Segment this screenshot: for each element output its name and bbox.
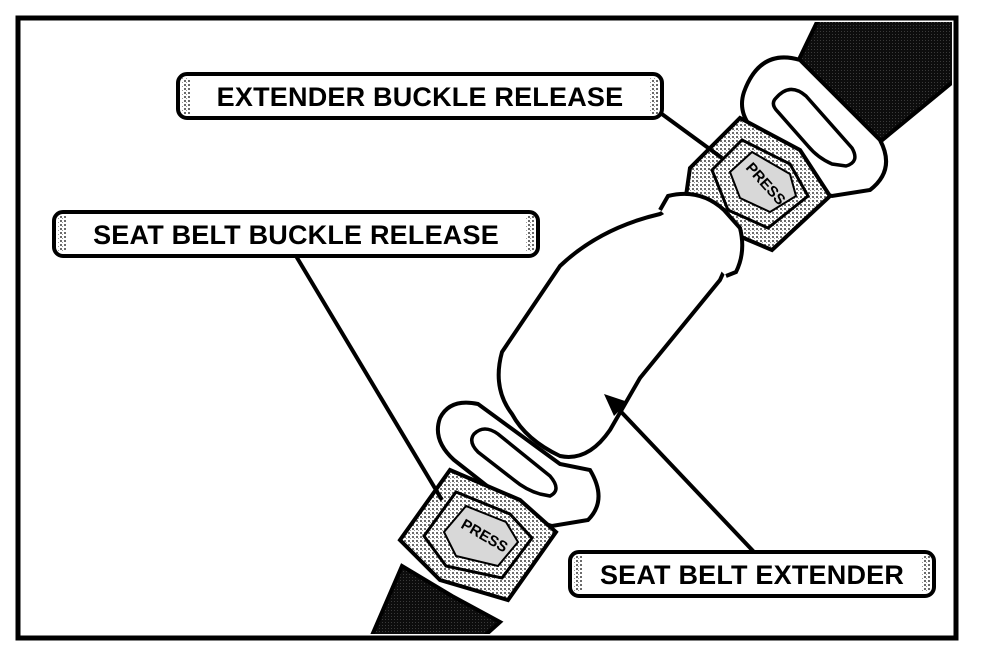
lower-latch-plate [435, 400, 601, 529]
extender-buckle-press-button[interactable]: PRESS [728, 150, 798, 214]
label-seat-belt-buckle-release-text: SEAT BELT BUCKLE RELEASE [93, 220, 499, 250]
leader-line-seat-belt-buckle [294, 254, 444, 502]
seat-belt-buckle: PRESS [397, 467, 559, 603]
upper-latch-plate [740, 55, 889, 199]
label-seat-belt-extender-text: SEAT BELT EXTENDER [600, 560, 904, 590]
leader-line-seat-belt-extender [606, 396, 756, 554]
label-extender-buckle-release-text: EXTENDER BUCKLE RELEASE [217, 82, 624, 112]
label-seat-belt-extender: SEAT BELT EXTENDER [568, 550, 936, 598]
seat-belt-buckle-press-button[interactable]: PRESS [442, 504, 520, 568]
leader-arrow-head [604, 394, 628, 416]
label-seat-belt-buckle-release: SEAT BELT BUCKLE RELEASE [52, 210, 540, 258]
extender-neck [658, 191, 745, 278]
label-extender-buckle-release: EXTENDER BUCKLE RELEASE [176, 72, 664, 120]
lower-belt-webbing [370, 563, 504, 634]
